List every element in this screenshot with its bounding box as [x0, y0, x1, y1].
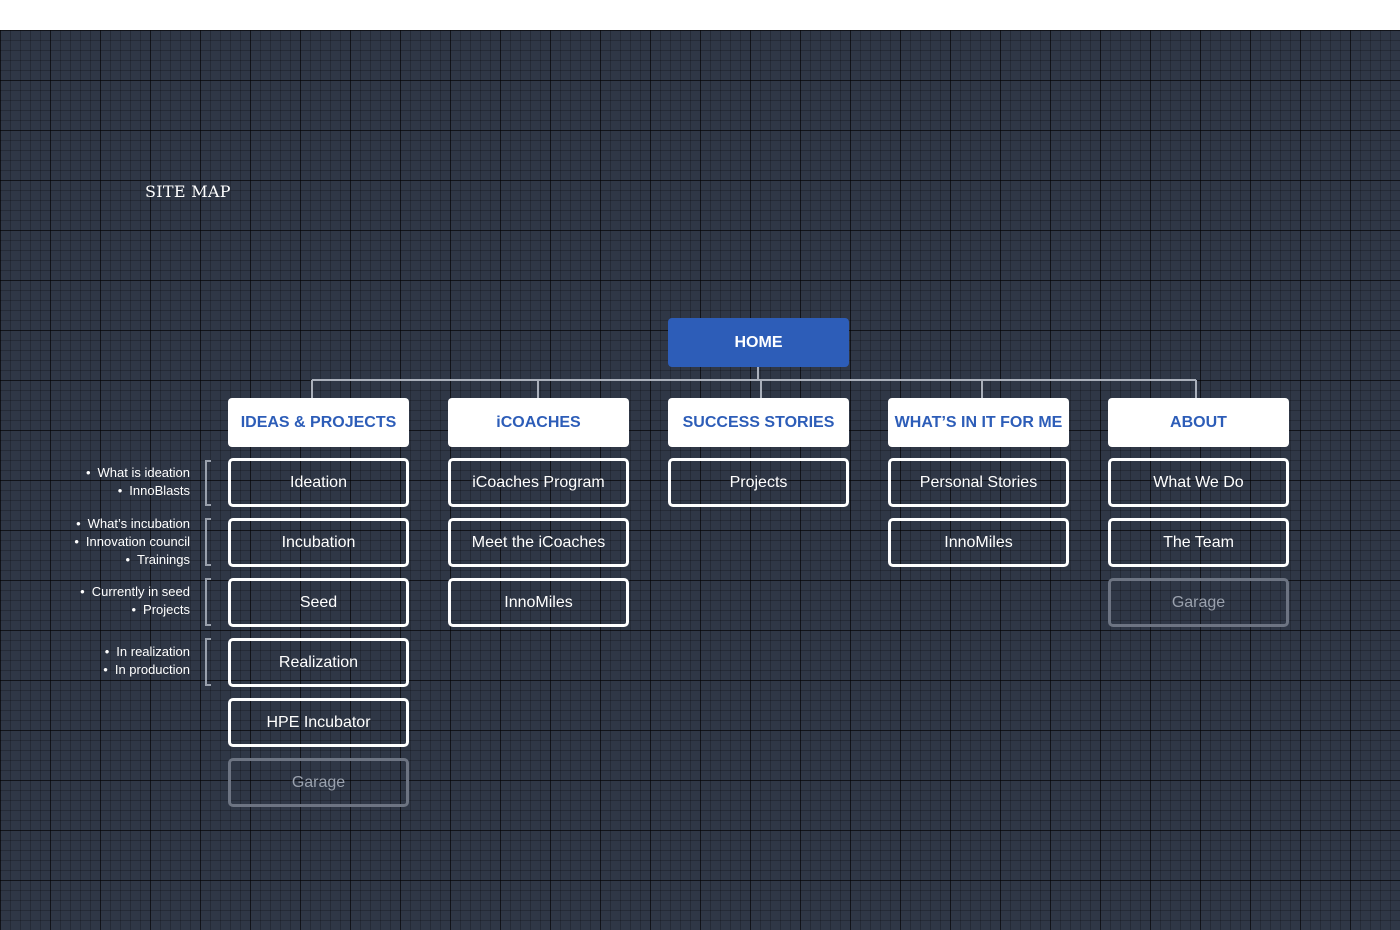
note-item: InnoBlasts	[0, 482, 190, 500]
page-hpe-incubator[interactable]: HPE Incubator	[228, 698, 409, 747]
page-realization[interactable]: Realization	[228, 638, 409, 687]
page-personal-stories[interactable]: Personal Stories	[888, 458, 1069, 507]
page-innomiles-icoaches[interactable]: InnoMiles	[448, 578, 629, 627]
page-garage-about[interactable]: Garage	[1108, 578, 1289, 627]
notes-incubation: What’s incubation Innovation council Tra…	[0, 515, 190, 569]
note-item: What’s incubation	[0, 515, 190, 533]
note-item: In production	[0, 661, 190, 679]
note-item: Currently in seed	[0, 583, 190, 601]
page-incubation[interactable]: Incubation	[228, 518, 409, 567]
page-the-team[interactable]: The Team	[1108, 518, 1289, 567]
category-about[interactable]: ABOUT	[1108, 398, 1289, 447]
note-item: Trainings	[0, 551, 190, 569]
page-seed[interactable]: Seed	[228, 578, 409, 627]
category-ideas-projects[interactable]: IDEAS & PROJECTS	[228, 398, 409, 447]
note-item: Projects	[0, 601, 190, 619]
page-meet-the-icoaches[interactable]: Meet the iCoaches	[448, 518, 629, 567]
sitemap-canvas	[0, 30, 1400, 930]
category-success-stories[interactable]: SUCCESS STORIES	[668, 398, 849, 447]
page-icoaches-program[interactable]: iCoaches Program	[448, 458, 629, 507]
page-projects[interactable]: Projects	[668, 458, 849, 507]
notes-bracket	[205, 460, 211, 506]
page-ideation[interactable]: Ideation	[228, 458, 409, 507]
page-title: SITE MAP	[145, 182, 231, 201]
notes-ideation: What is ideation InnoBlasts	[0, 464, 191, 500]
notes-bracket	[205, 518, 211, 566]
note-item: In realization	[0, 643, 190, 661]
notes-realization: In realization In production	[0, 643, 190, 679]
notes-seed: Currently in seed Projects	[0, 583, 190, 619]
notes-bracket	[205, 578, 211, 626]
category-icoaches[interactable]: iCOACHES	[448, 398, 629, 447]
note-item: Innovation council	[0, 533, 190, 551]
page-garage-ideas[interactable]: Garage	[228, 758, 409, 807]
page-what-we-do[interactable]: What We Do	[1108, 458, 1289, 507]
home-node[interactable]: HOME	[668, 318, 849, 367]
page-innomiles-wiifm[interactable]: InnoMiles	[888, 518, 1069, 567]
notes-bracket	[205, 638, 211, 686]
note-item: What is ideation	[0, 464, 191, 482]
category-whats-in-it-for-me[interactable]: WHAT’S IN IT FOR ME	[888, 398, 1069, 447]
